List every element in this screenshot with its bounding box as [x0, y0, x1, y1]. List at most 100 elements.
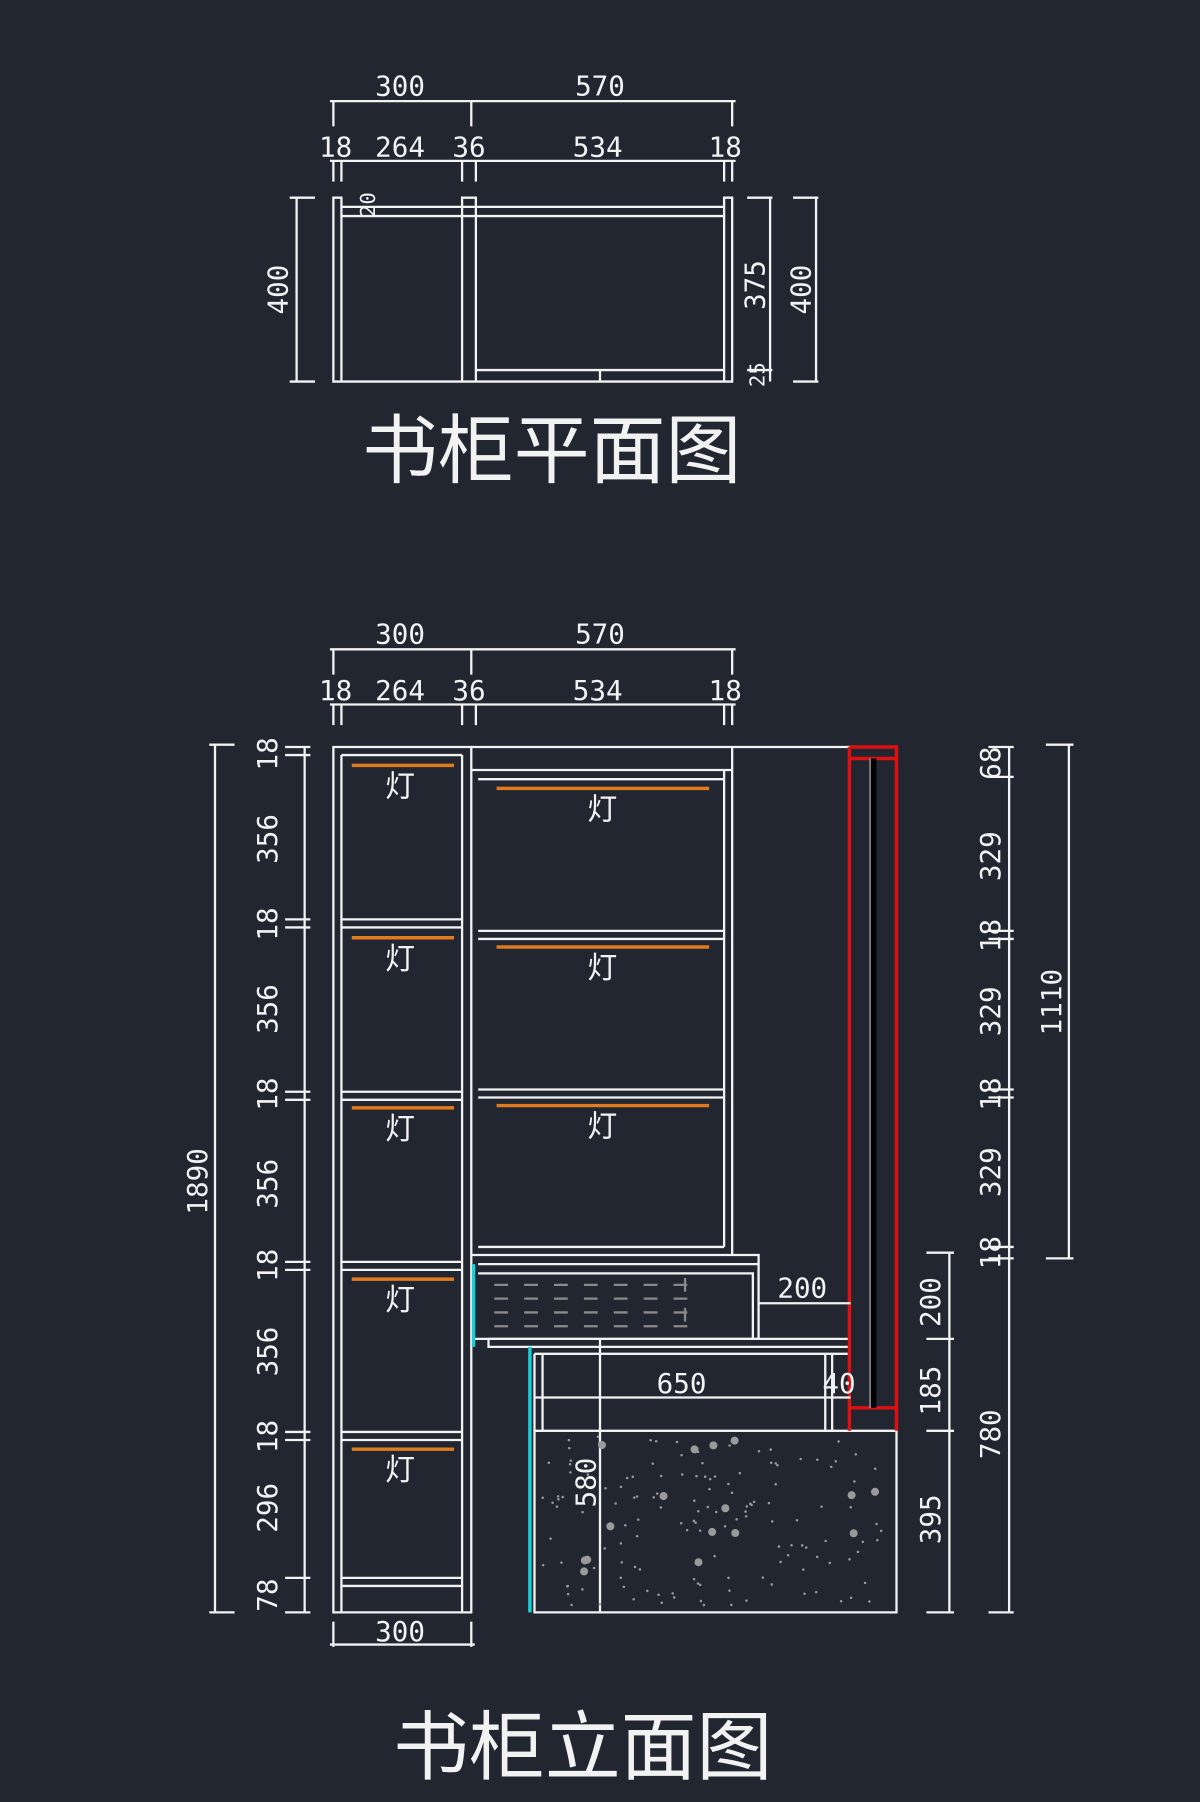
dim-label: 40 — [822, 1367, 855, 1400]
stone-speck — [696, 1510, 700, 1513]
stone-speck — [702, 1603, 706, 1607]
stone-speck — [632, 1597, 635, 1601]
dim-label: 395 — [914, 1494, 947, 1544]
stone-speck — [815, 1555, 819, 1559]
dim-label: 185 — [914, 1366, 947, 1416]
stone-texture — [541, 1435, 883, 1607]
stone-speck — [799, 1457, 802, 1461]
stone-speck — [692, 1519, 696, 1523]
stone-speck — [606, 1522, 615, 1531]
stone-speck — [786, 1553, 790, 1557]
dim-label: 18 — [974, 1236, 1007, 1269]
stone-speck — [744, 1515, 748, 1518]
stone-speck — [541, 1496, 544, 1500]
stone-speck — [696, 1582, 700, 1585]
stone-speck — [828, 1561, 832, 1565]
stone-speck — [679, 1522, 683, 1525]
dim-label: 18 — [251, 1249, 284, 1282]
elevation-title: 书柜立面图 — [393, 1703, 772, 1791]
stone-speck — [803, 1592, 806, 1596]
stone-speck — [703, 1475, 707, 1478]
stone-speck — [566, 1585, 569, 1588]
stone-speck — [837, 1440, 840, 1443]
stone-speck — [706, 1505, 710, 1509]
lamp-label: 灯 — [385, 1283, 415, 1318]
stone-speck — [620, 1561, 624, 1564]
stone-speck — [715, 1510, 718, 1514]
stone-speck — [744, 1510, 747, 1513]
dim-label: 18 — [709, 130, 742, 163]
stone-speck — [849, 1529, 858, 1538]
dim-label: 18 — [709, 674, 742, 707]
dim-label: 20 — [356, 192, 380, 217]
stone-speck — [824, 1539, 827, 1543]
stone-speck — [624, 1524, 627, 1527]
plan-dim-sides: 400 375 400 20 25 — [261, 192, 819, 387]
dim-label: 356 — [251, 814, 284, 864]
stone-speck — [555, 1505, 559, 1508]
stone-speck — [839, 1599, 843, 1603]
stone-speck — [699, 1599, 703, 1603]
stone-speck — [583, 1555, 592, 1564]
stone-speck — [761, 1576, 765, 1579]
stone-speck — [804, 1546, 808, 1549]
stone-speck — [659, 1492, 668, 1501]
stone-speck — [566, 1592, 570, 1596]
dim-label: 25 — [745, 362, 769, 387]
stone-speck — [767, 1501, 771, 1505]
stone-speck — [657, 1593, 660, 1597]
right-bookcase — [471, 745, 897, 1255]
dim-label: 580 — [569, 1458, 602, 1508]
stone-speck — [659, 1474, 663, 1478]
stone-speck — [603, 1547, 606, 1550]
stone-speck — [868, 1600, 871, 1603]
dim-label: 356 — [251, 1159, 284, 1209]
stone-speck — [708, 1487, 711, 1491]
dim-label: 300 — [375, 69, 425, 102]
dim-label: 36 — [452, 674, 485, 707]
stone-speck — [651, 1462, 654, 1465]
stone-speck — [698, 1529, 702, 1532]
dim-label: 18 — [974, 1077, 1007, 1110]
dim-label: 356 — [251, 984, 284, 1034]
stone-speck — [861, 1540, 865, 1544]
stone-speck — [875, 1522, 878, 1526]
stone-speck — [757, 1449, 761, 1453]
stone-speck — [848, 1558, 851, 1561]
dim-label: 18 — [319, 674, 352, 707]
stone-speck — [709, 1441, 718, 1450]
stone-speck — [790, 1543, 793, 1547]
stone-speck — [771, 1520, 774, 1523]
stone-speck — [774, 1462, 778, 1465]
stone-speck — [774, 1483, 778, 1486]
stone-speck — [638, 1568, 642, 1571]
stone-speck — [619, 1542, 623, 1545]
dim-label: 780 — [974, 1409, 1007, 1459]
dim-label: 570 — [575, 69, 625, 102]
stone-speck — [570, 1603, 573, 1607]
stone-speck — [660, 1601, 664, 1605]
stone-speck — [649, 1438, 652, 1442]
dim-label: 18 — [251, 907, 284, 940]
stone-speck — [582, 1501, 585, 1505]
stone-speck — [631, 1475, 635, 1479]
lamp-label: 灯 — [385, 1112, 415, 1147]
stone-speck — [635, 1534, 639, 1538]
stone-speck — [671, 1592, 674, 1595]
lamp-label: 灯 — [385, 942, 415, 977]
stone-speck — [580, 1567, 589, 1576]
stone-speck — [598, 1602, 602, 1606]
stone-speck — [693, 1449, 697, 1453]
stone-speck — [749, 1502, 752, 1506]
stone-speck — [770, 1583, 773, 1586]
plan-title: 书柜平面图 — [362, 407, 741, 495]
left-bookcase — [332, 745, 473, 1614]
stone-speck — [692, 1577, 696, 1581]
stone-speck — [854, 1453, 858, 1456]
stone-speck — [690, 1445, 699, 1454]
lamp-label: 灯 — [385, 1453, 415, 1488]
dim-label: 18 — [251, 737, 284, 770]
dim-label: 18 — [319, 130, 352, 163]
stone-speck — [568, 1446, 571, 1450]
stone-speck — [694, 1558, 703, 1567]
